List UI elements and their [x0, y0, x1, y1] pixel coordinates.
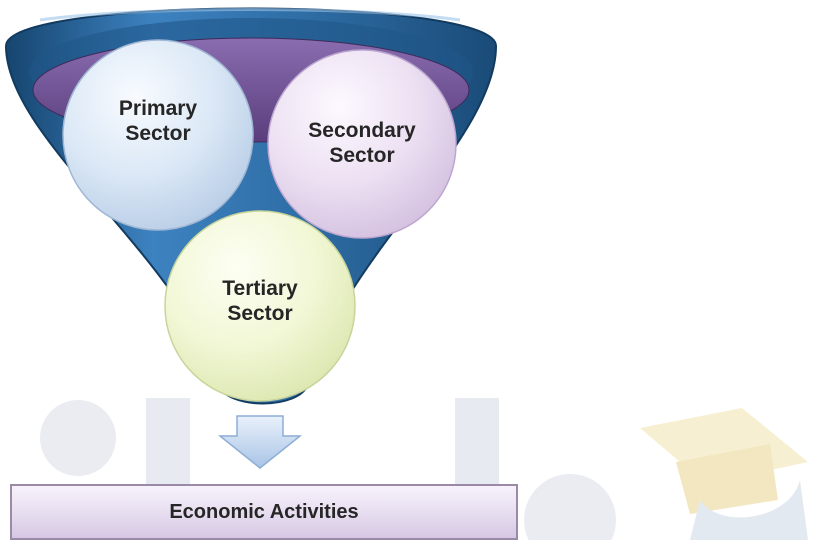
tertiary-sector-line1: Tertiary: [222, 277, 298, 300]
tertiary-sector-circle: [164, 210, 356, 402]
secondary-sector-line1: Secondary: [308, 119, 416, 142]
primary-sector-line2: Sector: [125, 122, 191, 145]
economic-activities-box: Economic Activities: [10, 484, 518, 540]
tertiary-sector-label: Tertiary Sector: [200, 276, 320, 326]
secondary-sector-label: Secondary Sector: [292, 118, 432, 168]
primary-sector-line1: Primary: [118, 97, 198, 120]
funnel-highlight: [39, 8, 461, 22]
primary-sector-circle: [62, 39, 254, 231]
secondary-sector-circle: [267, 49, 457, 239]
primary-sector-label: Primary Sector: [98, 96, 218, 146]
secondary-sector-line2: Sector: [329, 144, 395, 167]
economic-activities-label: Economic Activities: [169, 500, 359, 523]
tertiary-sector-line2: Sector: [227, 302, 293, 325]
watermark-circle: [40, 400, 116, 476]
watermark-circle-right: [524, 474, 616, 545]
graduation-cap-watermark: [640, 408, 808, 540]
down-arrow-icon: [217, 415, 303, 469]
